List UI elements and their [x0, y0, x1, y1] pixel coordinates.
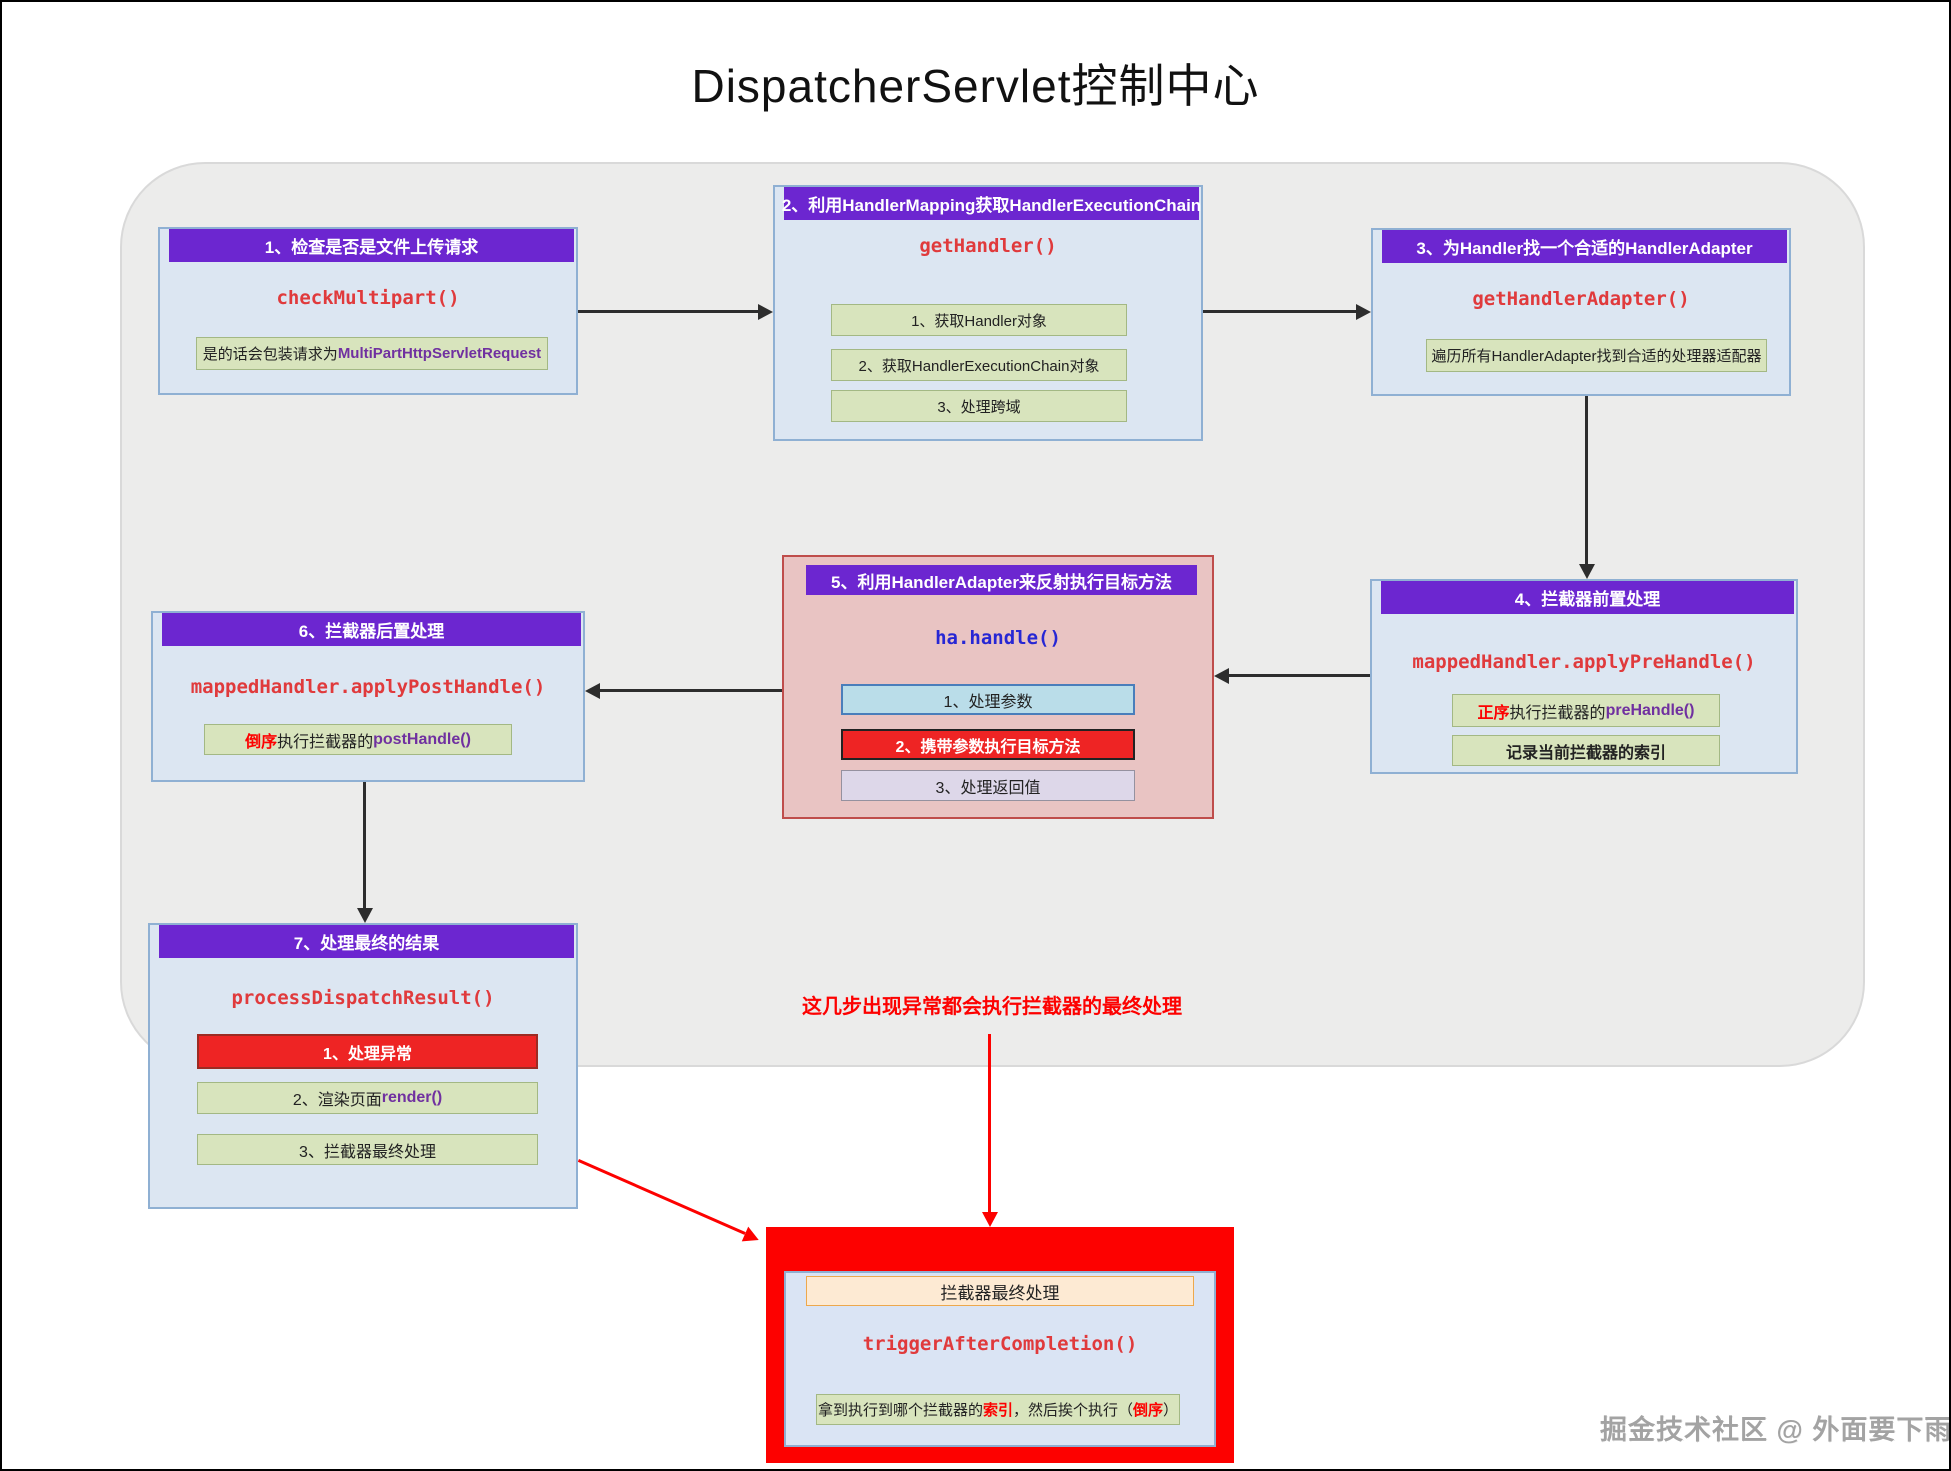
final-note-part3: ） — [1163, 1402, 1179, 1419]
arrow-note-to-final-head — [982, 1212, 998, 1227]
step4-code: mappedHandler.applyPreHandle() — [1412, 651, 1756, 673]
final-handler-code: triggerAfterCompletion() — [862, 1333, 1138, 1355]
step1-note-text: 是的话会包装请求为 — [202, 346, 338, 363]
step5-code: ha.handle() — [935, 627, 1061, 649]
step6-note: 倒序执行拦截器的 postHandle() — [204, 724, 512, 755]
final-handler-title: 拦截器最终处理 — [806, 1276, 1194, 1306]
step7-box: 7、处理最终的结果 processDispatchResult() 1、处理异常… — [148, 923, 578, 1209]
arrow-step2-to-step3-line — [1203, 310, 1358, 313]
step5-box: 5、利用HandlerAdapter来反射执行目标方法 ha.handle() … — [782, 555, 1214, 819]
step2-substep-3: 3、处理跨域 — [831, 390, 1127, 422]
final-index-keyword: 索引 — [982, 1402, 1013, 1419]
arrow-step4-to-step5-head — [1214, 668, 1229, 684]
step3-header: 3、为Handler找一个合适的HandlerAdapter — [1382, 230, 1787, 263]
step2-substep-2: 2、获取HandlerExecutionChain对象 — [831, 349, 1127, 381]
step2-header: 2、利用HandlerMapping获取HandlerExecutionChai… — [782, 187, 1201, 220]
arrow-step5-to-step6-line — [600, 689, 782, 692]
arrow-step6-to-step7-head — [357, 908, 373, 923]
arrow-step1-to-step2-line — [578, 310, 760, 313]
step7-substep-2-text: 2、渲染页面 — [292, 1092, 382, 1109]
step6-order-keyword: 倒序 — [245, 733, 278, 751]
final-handler-inner: 拦截器最终处理 triggerAfterCompletion() 拿到执行到哪个… — [784, 1271, 1216, 1447]
step5-substep-3: 3、处理返回值 — [841, 770, 1135, 801]
final-handler-note: 拿到执行到哪个拦截器的索引，然后挨个执行（倒序） — [816, 1394, 1180, 1425]
watermark: 掘金技术社区 @ 外面要下雨 — [1600, 1415, 1951, 1445]
step6-box: 6、拦截器后置处理 mappedHandler.applyPostHandle(… — [151, 611, 585, 782]
step4-header: 4、拦截器前置处理 — [1381, 581, 1794, 614]
final-note-part2: ，然后挨个执行（ — [1012, 1402, 1133, 1419]
step1-header: 1、检查是否是文件上传请求 — [169, 229, 574, 262]
step3-code: getHandlerAdapter() — [1472, 288, 1690, 310]
step5-header: 5、利用HandlerAdapter来反射执行目标方法 — [806, 565, 1197, 595]
arrow-step4-to-step5-line — [1229, 674, 1370, 677]
arrow-step7-to-final-line — [577, 1159, 746, 1235]
step4-substep-1: 正序执行拦截器的 preHandle() — [1452, 694, 1720, 727]
step7-substep-2: 2、渲染页面 render() — [197, 1082, 538, 1114]
step4-substep-2: 记录当前拦截器的索引 — [1452, 735, 1720, 766]
step2-substep-1: 1、获取Handler对象 — [831, 304, 1127, 336]
step4-order-keyword: 正序 — [1477, 704, 1510, 722]
step1-box: 1、检查是否是文件上传请求 checkMultipart() 是的话会包装请求为… — [158, 227, 578, 395]
arrow-step2-to-step3-head — [1356, 304, 1371, 320]
step1-code: checkMultipart() — [276, 287, 460, 309]
step6-note-text: 执行拦截器的 — [277, 733, 374, 751]
step5-substep-2: 2、携带参数执行目标方法 — [841, 729, 1135, 760]
step2-box: 2、利用HandlerMapping获取HandlerExecutionChai… — [773, 185, 1203, 441]
step6-header: 6、拦截器后置处理 — [162, 613, 581, 646]
exception-note: 这几步出现异常都会执行拦截器的最终处理 — [802, 996, 1182, 1018]
arrow-step5-to-step6-head — [585, 683, 600, 699]
step7-code: processDispatchResult() — [231, 987, 495, 1009]
arrow-step7-to-final-head — [741, 1226, 762, 1248]
page-title: DispatcherServlet控制中心 — [691, 60, 1260, 112]
step7-substep-1: 1、处理异常 — [197, 1034, 538, 1069]
final-handler-box: 拦截器最终处理 triggerAfterCompletion() 拿到执行到哪个… — [766, 1227, 1234, 1463]
arrow-step1-to-step2-head — [758, 304, 773, 320]
step4-substep-1-text: 执行拦截器的 — [1509, 704, 1606, 722]
step1-note: 是的话会包装请求为 MultiPartHttpServletRequest — [196, 337, 548, 370]
arrow-step3-to-step4-line — [1585, 396, 1588, 566]
step4-method-name: preHandle() — [1605, 701, 1695, 719]
step7-render-method: render() — [381, 1089, 443, 1106]
final-order-keyword: 倒序 — [1133, 1402, 1164, 1419]
step1-note-class-name: MultiPartHttpServletRequest — [337, 345, 542, 362]
step3-note: 遍历所有HandlerAdapter找到合适的处理器适配器 — [1426, 339, 1767, 372]
arrow-step3-to-step4-head — [1579, 564, 1595, 579]
step7-header: 7、处理最终的结果 — [159, 925, 574, 958]
step4-box: 4、拦截器前置处理 mappedHandler.applyPreHandle()… — [1370, 579, 1798, 774]
arrow-step6-to-step7-line — [363, 782, 366, 910]
step5-substep-1: 1、处理参数 — [841, 684, 1135, 715]
arrow-note-to-final-line — [988, 1034, 991, 1214]
step7-substep-3: 3、拦截器最终处理 — [197, 1134, 538, 1165]
final-note-part1: 拿到执行到哪个拦截器的 — [817, 1402, 983, 1419]
step3-box: 3、为Handler找一个合适的HandlerAdapter getHandle… — [1371, 228, 1791, 396]
step6-method-name: postHandle() — [373, 730, 471, 748]
step2-code: getHandler() — [919, 235, 1057, 257]
step6-code: mappedHandler.applyPostHandle() — [190, 676, 546, 698]
